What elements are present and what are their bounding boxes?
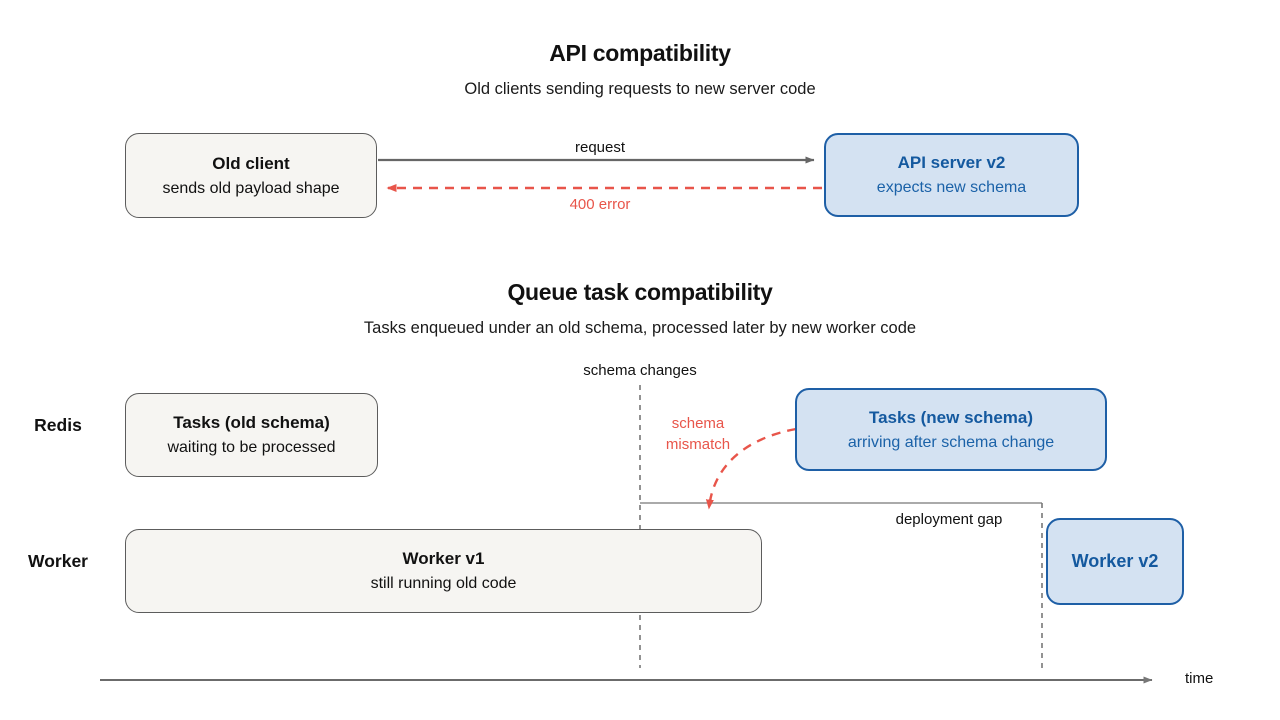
- tasks-new-subtitle: arriving after schema change: [847, 433, 1055, 451]
- schema-mismatch-label: schema mismatch: [665, 415, 731, 453]
- api-section-subtitle: Old clients sending requests to new serv…: [464, 80, 816, 98]
- worker-v1-title: Worker v1: [402, 549, 485, 568]
- error-arrow-label: 400 error: [569, 196, 631, 213]
- tasks-old-title: Tasks (old schema): [173, 413, 330, 432]
- tasks-new-node: Tasks (new schema) arriving after schema…: [795, 388, 1107, 471]
- api-server-node: API server v2 expects new schema: [824, 133, 1079, 217]
- queue-section-title: Queue task compatibility: [507, 279, 773, 305]
- queue-section-subtitle: Tasks enqueued under an old schema, proc…: [363, 319, 917, 337]
- api-server-title: API server v2: [897, 153, 1006, 172]
- time-axis-label: time: [1185, 670, 1214, 687]
- worker-v1-node: Worker v1 still running old code: [125, 529, 762, 613]
- old-client-node: Old client sends old payload shape: [125, 133, 377, 218]
- worker-lane-label: Worker: [28, 551, 88, 571]
- schema-changes-label: schema changes: [583, 362, 697, 379]
- redis-lane-label: Redis: [34, 415, 82, 435]
- api-section-title: API compatibility: [549, 40, 731, 66]
- tasks-old-node: Tasks (old schema) waiting to be process…: [125, 393, 378, 477]
- deployment-gap-label: deployment gap: [895, 511, 1003, 528]
- tasks-new-title: Tasks (new schema): [868, 407, 1034, 427]
- worker-v2-node: Worker v2: [1046, 518, 1184, 605]
- tasks-old-subtitle: waiting to be processed: [167, 439, 336, 456]
- old-client-title: Old client: [212, 153, 290, 173]
- request-arrow-label: request: [574, 139, 626, 156]
- api-server-subtitle: expects new schema: [876, 179, 1027, 196]
- old-client-subtitle: sends old payload shape: [162, 179, 340, 197]
- worker-v2-title: Worker v2: [1071, 551, 1159, 571]
- worker-v1-subtitle: still running old code: [370, 575, 517, 592]
